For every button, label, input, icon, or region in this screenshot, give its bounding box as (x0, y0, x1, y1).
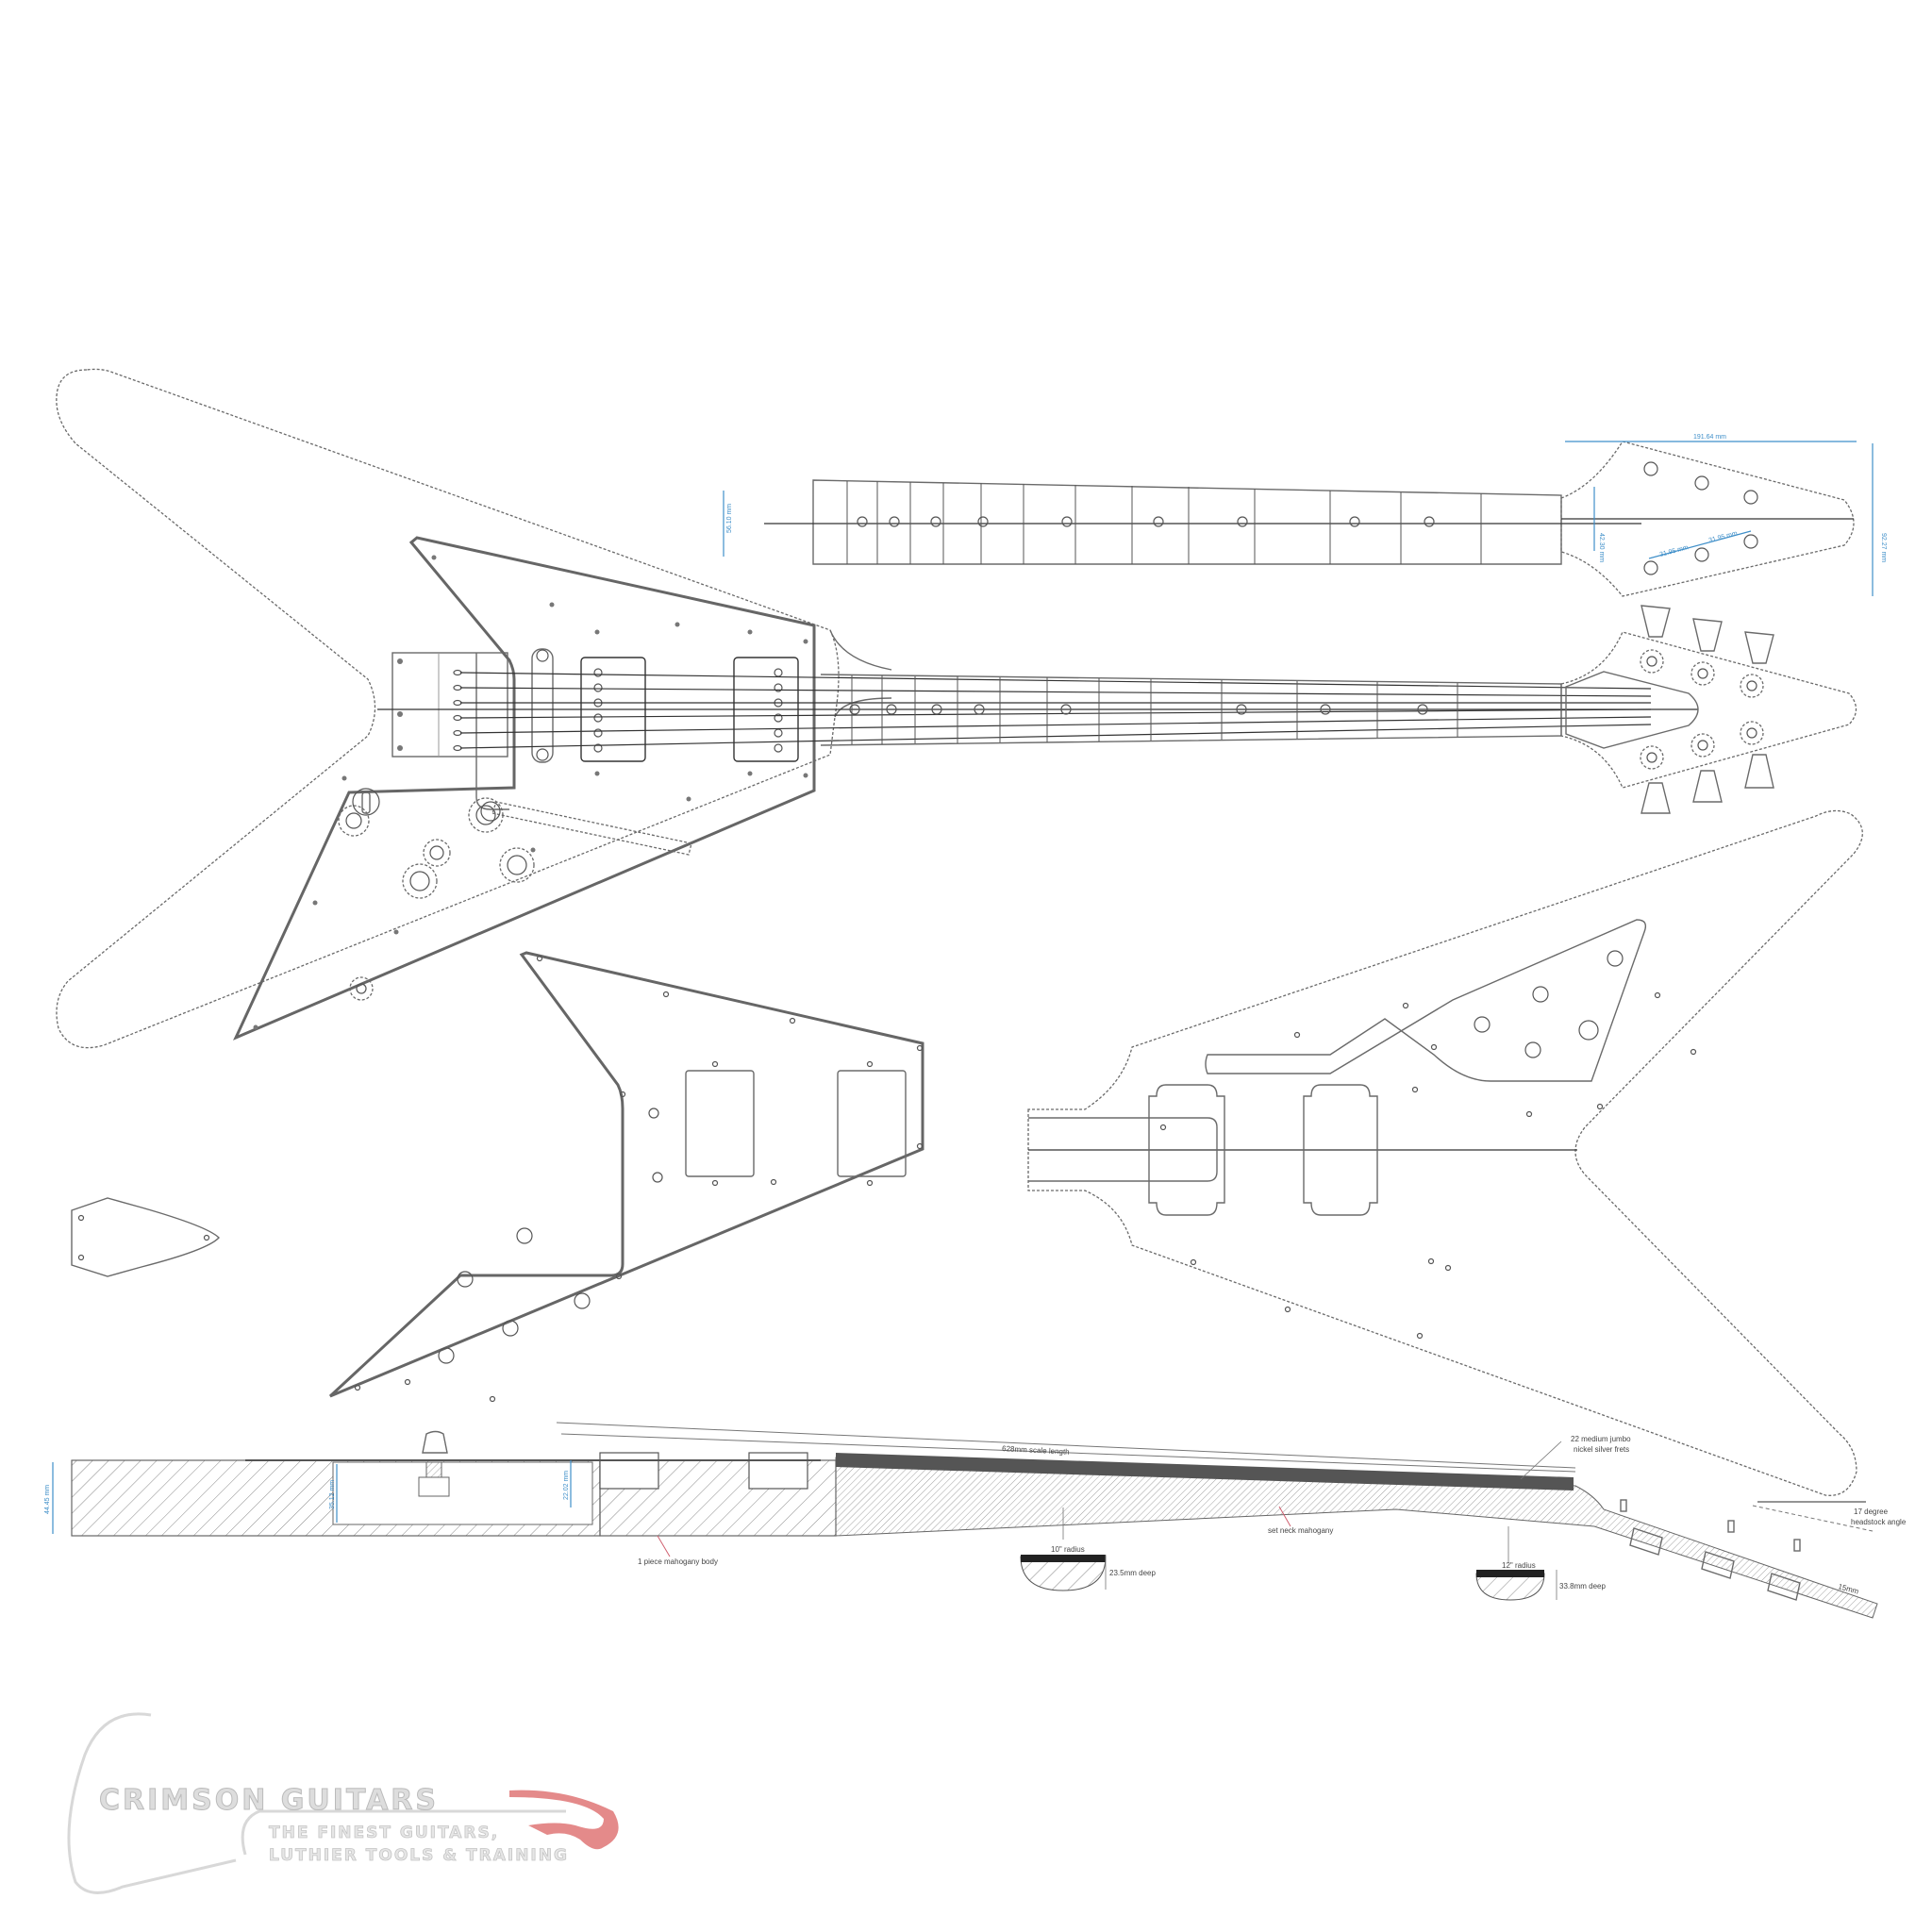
frets-label: 22 medium jumbo (1571, 1435, 1631, 1443)
selector-lever (491, 801, 692, 856)
body-routing-view (1027, 809, 1863, 1496)
nut-width-dim: 42.30 mm (1598, 533, 1605, 562)
pickup-cavity-dim: 22.02 mm (563, 1471, 570, 1500)
section-1-radius: 10" radius (1051, 1545, 1085, 1554)
body-outline (56, 368, 840, 1049)
tuner-spacing-dim-1: 31.95 mm (1659, 544, 1690, 558)
neck-material-label: set neck mahogany (1268, 1526, 1333, 1535)
truss-rod-cover-template (71, 1197, 220, 1277)
tailpiece-plate (391, 652, 508, 758)
frets-label-2: nickel silver frets (1574, 1445, 1629, 1454)
headstock-angle-label: 17 degree (1854, 1507, 1889, 1516)
section-2-depth: 33.8mm deep (1559, 1582, 1606, 1591)
pickguard-view (328, 951, 924, 1403)
front-assembled-view (56, 368, 1857, 1049)
section-2-radius: 12" radius (1502, 1561, 1536, 1570)
headstock-front (1560, 605, 1857, 814)
headstock-length-dim: 191.64 mm (1693, 434, 1726, 441)
logo-swoosh (509, 1790, 619, 1850)
toggle-switch (352, 788, 380, 816)
logo-tagline-1: THE FINEST GUITARS, (269, 1824, 499, 1842)
headstock-top-view: 191.64 mm 92.27 mm 42.30 mm 31.95 mm 31.… (1560, 434, 1887, 597)
body-material-label: 1 piece mahogany body (638, 1557, 718, 1566)
control-knobs (349, 797, 535, 1001)
neck-width-dim: 56.10 mm (726, 504, 733, 533)
fretboard (820, 674, 1562, 746)
section-1-depth: 23.5mm deep (1109, 1569, 1156, 1577)
logo-tagline-2: LUTHIER TOOLS & TRAINING (269, 1846, 569, 1865)
headstock-width-dim: 92.27 mm (1880, 533, 1887, 562)
body-thickness-dim: 44.45 mm (44, 1485, 51, 1514)
tuner-spacing-dim-2: 31.95 mm (1708, 530, 1739, 544)
logo-brand: CRIMSON GUITARS (99, 1784, 439, 1817)
strings (459, 672, 1652, 749)
scale-length-label: 628mm scale length (1002, 1444, 1070, 1457)
control-cavity-dim: 35.12 mm (329, 1480, 336, 1509)
truss-rod-cover (1565, 671, 1699, 749)
bridge (531, 648, 554, 763)
side-section-view: 44.45 mm 35.12 mm 22.02 mm 628mm scale l… (44, 1422, 1907, 1619)
fretboard-section (836, 1453, 1574, 1491)
crimson-guitars-logo: CRIMSON GUITARS THE FINEST GUITARS, LUTH… (67, 1712, 619, 1894)
pickguard-outline (233, 536, 816, 1041)
neck-top-view: 56.10 mm (723, 479, 1641, 565)
headstock-angle-label-2: headstock angle (1851, 1518, 1907, 1526)
